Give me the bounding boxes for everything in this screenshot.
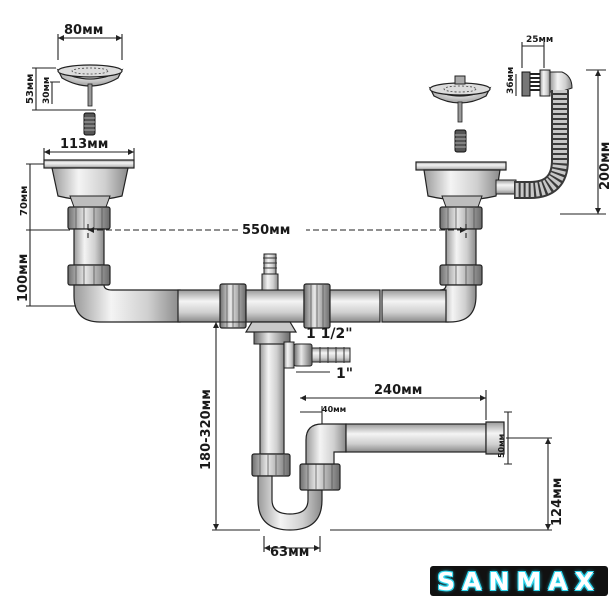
overflow-head bbox=[521, 69, 573, 97]
cross-pipe bbox=[177, 283, 449, 329]
trap-nut-right bbox=[299, 463, 341, 491]
right-bowl bbox=[415, 161, 517, 208]
right-strainer bbox=[428, 75, 492, 123]
label-bowl-spacing: 550мм bbox=[242, 223, 290, 238]
right-plug-screw bbox=[454, 129, 467, 153]
label-bowl-width: 113мм bbox=[60, 137, 108, 152]
label-overflow-width: 25мм bbox=[526, 35, 553, 45]
trap-nut-left bbox=[251, 453, 291, 477]
label-side-thread: 1" bbox=[336, 366, 353, 382]
outlet-elbow bbox=[305, 423, 347, 465]
siphon-vertical-pipe bbox=[259, 343, 285, 455]
label-strainer-height: 53мм bbox=[25, 74, 36, 104]
left-plug-screw bbox=[83, 112, 96, 136]
outlet-pipe bbox=[345, 421, 505, 455]
brand-logo: SANMAX bbox=[430, 566, 608, 596]
tee-connector bbox=[244, 321, 298, 345]
label-overflow-length: 200мм bbox=[598, 142, 613, 190]
side-inlet-nozzle bbox=[283, 341, 351, 369]
label-outlet-length: 240мм bbox=[374, 383, 422, 398]
label-strainer-stem: 30мм bbox=[42, 77, 52, 104]
label-strainer-width: 80мм bbox=[64, 23, 103, 38]
dishwasher-nozzle-top bbox=[261, 253, 279, 291]
label-bowl-depth: 70мм bbox=[19, 186, 30, 216]
label-trap-width: 63мм bbox=[270, 545, 309, 560]
label-tee-thread: 1 1/2" bbox=[306, 326, 353, 342]
label-trap-height: 124мм bbox=[550, 478, 565, 526]
label-outlet-offset: 40мм bbox=[322, 405, 346, 414]
label-bg-spacing bbox=[238, 220, 306, 238]
left-tail-pipe bbox=[67, 228, 181, 323]
left-strainer bbox=[56, 64, 124, 107]
dimension-lines bbox=[26, 34, 606, 552]
brand-logo-text: SANMAX bbox=[437, 566, 601, 596]
right-tail-nut bbox=[439, 206, 483, 230]
dimension-arrows bbox=[44, 35, 601, 551]
overflow-hose bbox=[514, 90, 569, 199]
label-tail-length: 100мм bbox=[16, 254, 31, 302]
label-siphon-height: 180-320мм bbox=[199, 389, 214, 470]
left-tail-nut bbox=[67, 206, 111, 230]
label-outlet-diameter: 50мм bbox=[497, 434, 506, 458]
label-overflow-height: 36мм bbox=[506, 67, 516, 94]
left-bowl bbox=[43, 159, 135, 208]
right-tail-pipe bbox=[439, 228, 483, 323]
